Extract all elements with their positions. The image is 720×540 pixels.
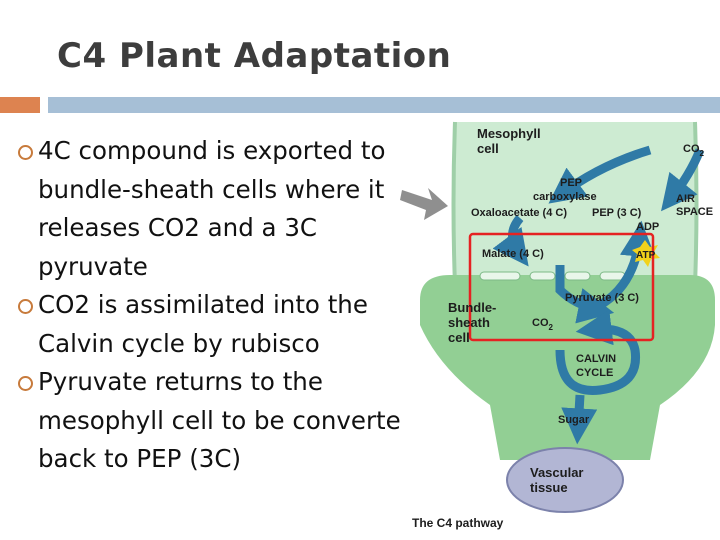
malate-label: Malate (4 C) — [482, 248, 544, 260]
bundle-sheath-label-line3: cell — [448, 330, 470, 345]
bundle-sheath-label-line2: sheath — [448, 315, 490, 330]
calvin-cycle-label-line2: CYCLE — [576, 367, 613, 379]
diagram-caption: The C4 pathway — [412, 516, 504, 530]
pep-carboxylase-label-line2: carboxylase — [533, 191, 597, 203]
title-divider-bar — [48, 97, 720, 113]
pyruvate-label: Pyruvate (3 C) — [565, 292, 639, 304]
pep-carboxylase-label: PEP — [560, 177, 582, 189]
bundle-sheath-label: Bundle- — [448, 300, 496, 315]
adp-label: ADP — [636, 221, 659, 233]
bullet-text: Pyruvate returns to the mesophyll cell t… — [38, 367, 416, 473]
title-accent-bar — [0, 97, 40, 113]
c4-pathway-diagram: Mesophyll cell CO2 AIR SPACE PEP carboxy… — [400, 118, 720, 540]
bullet-circle-icon — [18, 299, 33, 314]
vascular-tissue-label-line2: tissue — [530, 480, 568, 495]
air-space-label-line2: SPACE — [676, 206, 713, 218]
bullet-text: 4C compound is exported to bundle-sheath… — [38, 136, 385, 281]
mesophyll-label: Mesophyll — [477, 126, 541, 141]
slide-title: C4 Plant Adaptation — [57, 36, 451, 76]
bullet-item: 4C compound is exported to bundle-sheath… — [18, 132, 418, 286]
bullet-circle-icon — [18, 145, 33, 160]
pep-label: PEP (3 C) — [592, 207, 642, 219]
air-space-label: AIR — [676, 193, 695, 205]
bullet-text: CO2 is assimilated into the Calvin cycle… — [38, 290, 368, 358]
calvin-cycle-label: CALVIN — [576, 353, 616, 365]
bullet-item: Pyruvate returns to the mesophyll cell t… — [18, 363, 418, 479]
bullet-item: CO2 is assimilated into the Calvin cycle… — [18, 286, 418, 363]
vascular-tissue-label: Vascular — [530, 465, 584, 480]
bullet-circle-icon — [18, 376, 33, 391]
bullet-list: 4C compound is exported to bundle-sheath… — [18, 132, 418, 479]
mesophyll-label-line2: cell — [477, 141, 499, 156]
atp-label: ATP — [636, 250, 656, 261]
sugar-label: Sugar — [558, 414, 590, 426]
oxaloacetate-label: Oxaloacetate (4 C) — [471, 207, 567, 219]
